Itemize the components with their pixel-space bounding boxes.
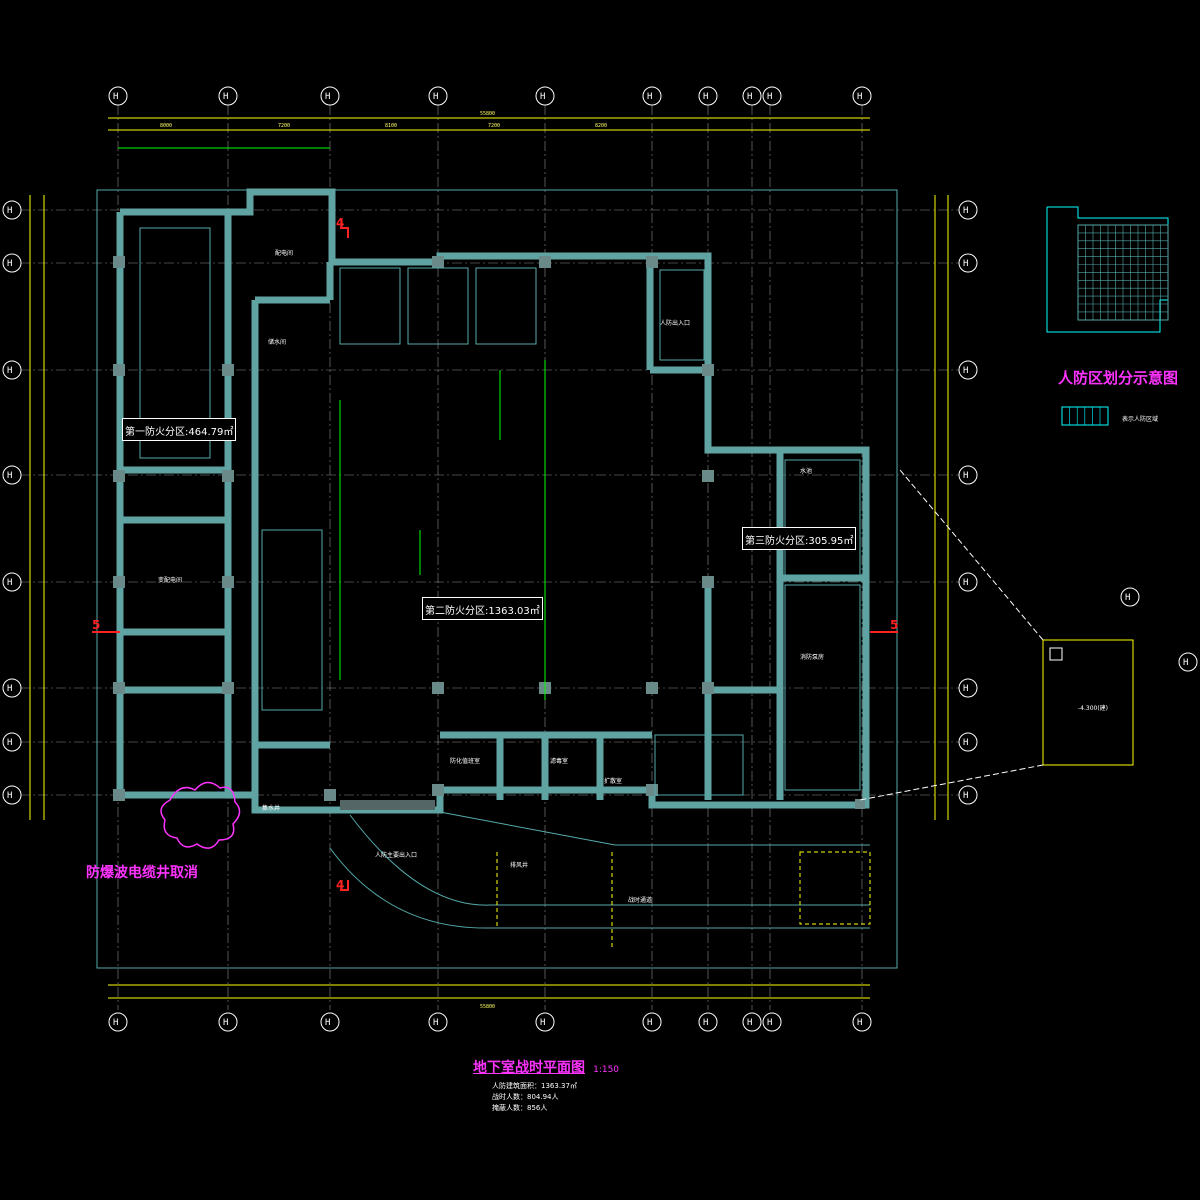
inset-legend: 表示人防区域 [1122, 416, 1159, 423]
svg-text:H: H [433, 1018, 438, 1028]
svg-text:H: H [857, 92, 862, 102]
svg-text:H: H [433, 92, 438, 102]
svg-text:H: H [857, 1018, 862, 1028]
svg-text:H: H [963, 366, 968, 376]
svg-text:H: H [113, 92, 118, 102]
svg-text:H: H [113, 1018, 118, 1028]
svg-text:55800: 55800 [480, 1004, 495, 1010]
inset-title: 人防区划分示意图 [1058, 369, 1179, 387]
svg-text:H: H [767, 1018, 772, 1028]
svg-text:H: H [647, 92, 652, 102]
room-label: 水池 [800, 468, 813, 475]
svg-text:H: H [1183, 658, 1188, 668]
interior-lines [139, 227, 1109, 796]
svg-text:H: H [325, 92, 330, 102]
exit-ramp [329, 800, 871, 948]
revision-cloud [160, 781, 241, 849]
svg-text:7200: 7200 [278, 123, 290, 129]
title-note: 掩蔽人数：856人 [492, 1104, 548, 1112]
svg-text:H: H [963, 259, 968, 269]
columns [113, 256, 865, 809]
walls [116, 188, 870, 814]
svg-text:H: H [223, 92, 228, 102]
drawing-title-main: 地下室战时平面图 [473, 1060, 585, 1076]
svg-text:55800: 55800 [480, 111, 495, 117]
svg-text:H: H [7, 471, 12, 481]
zone-label-1: 第一防火分区:464.79㎡ [122, 418, 237, 441]
svg-text:H: H [963, 791, 968, 801]
svg-text:H: H [963, 578, 968, 588]
svg-text:8100: 8100 [385, 123, 397, 129]
svg-text:H: H [1125, 593, 1130, 603]
svg-text:H: H [7, 259, 12, 269]
svg-text:H: H [223, 1018, 228, 1028]
title-note: 人防建筑面积：1363.37㎡ [492, 1082, 577, 1090]
svg-text:8000: 8000 [160, 123, 172, 129]
svg-text:H: H [540, 92, 545, 102]
svg-text:H: H [963, 206, 968, 216]
room-label: 战时通道 [628, 897, 653, 904]
svg-text:H: H [540, 1018, 545, 1028]
drawing-title: 地下室战时平面图 1:150 [473, 1057, 619, 1077]
title-notes: 人防建筑面积：1363.37㎡ 战时人数：804.94人 掩蔽人数：856人 [492, 1081, 577, 1114]
inset-map [1046, 206, 1169, 333]
svg-text:H: H [7, 738, 12, 748]
room-label: 集水井 [262, 805, 281, 812]
section-label-right: 5 [890, 618, 899, 632]
svg-text:H: H [7, 791, 12, 801]
svg-text:H: H [747, 1018, 752, 1028]
zone-label-3: 第三防火分区:305.95㎡ [742, 527, 857, 550]
svg-text:H: H [963, 471, 968, 481]
section-label-bottom: 4 [336, 878, 345, 892]
svg-text:8200: 8200 [595, 123, 607, 129]
svg-text:H: H [703, 92, 708, 102]
site-boundary [96, 189, 898, 969]
svg-text:H: H [7, 366, 12, 376]
section-markers [92, 227, 898, 891]
room-label: 滤毒室 [550, 758, 569, 765]
zone-label-2: 第二防火分区:1363.03㎡ [422, 597, 543, 620]
section-label-top: 4 [336, 216, 345, 230]
cancel-note: 防爆波电缆井取消 [86, 865, 198, 881]
title-note: 战时人数：804.94人 [492, 1093, 559, 1101]
svg-text:7200: 7200 [488, 123, 500, 129]
room-label: 排风井 [510, 862, 529, 869]
axis-bubbles: H H H H H H H H H H H H H H H H H H H H … [2, 86, 1198, 1032]
svg-text:H: H [647, 1018, 652, 1028]
svg-text:H: H [703, 1018, 708, 1028]
room-label: 变配电间 [158, 577, 183, 584]
room-label: 人防出入口 [660, 320, 691, 327]
room-label: 防化值班室 [450, 758, 481, 765]
room-label: 消防泵房 [800, 654, 825, 661]
svg-text:H: H [963, 738, 968, 748]
svg-text:H: H [7, 578, 12, 588]
drawing-scale: 1:150 [593, 1065, 620, 1075]
svg-text:H: H [325, 1018, 330, 1028]
section-label-left: 5 [92, 618, 101, 632]
room-label: 配电间 [275, 250, 294, 257]
room-label: 人防主要出入口 [375, 852, 418, 859]
svg-text:H: H [767, 92, 772, 102]
svg-text:H: H [963, 684, 968, 694]
svg-text:H: H [7, 684, 12, 694]
svg-text:H: H [747, 92, 752, 102]
room-label: 储水间 [268, 339, 287, 346]
detail-elevation: -4.300(建) [1078, 705, 1109, 712]
detail-plan [859, 469, 1134, 801]
room-label: 扩散室 [604, 778, 623, 785]
svg-text:H: H [7, 206, 12, 216]
